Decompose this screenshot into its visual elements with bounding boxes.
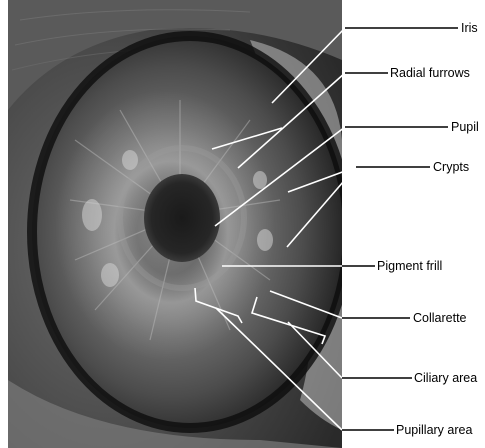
eye-photograph <box>8 0 348 448</box>
label-radial-furrows: Radial furrows <box>390 66 470 80</box>
label-collarette: Collarette <box>413 311 467 325</box>
label-pigment-frill: Pigment frill <box>377 259 442 273</box>
leader-lines-dark <box>342 28 458 430</box>
label-iris: Iris <box>461 21 478 35</box>
label-ciliary-area: Ciliary area <box>414 371 477 385</box>
label-pupil: Pupil <box>451 120 479 134</box>
pupil <box>144 174 220 262</box>
label-crypts: Crypts <box>433 160 469 174</box>
label-pupillary-area: Pupillary area <box>396 423 472 437</box>
